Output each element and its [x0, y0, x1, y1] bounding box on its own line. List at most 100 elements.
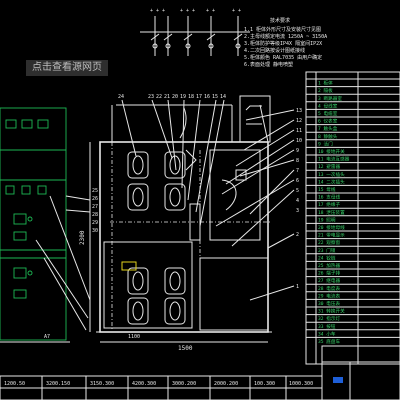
watermark-label: 点击查看源网页	[26, 60, 108, 76]
right-callout-leaders	[215, 109, 295, 301]
schedule-cell: 4200.300	[132, 381, 156, 387]
parts-table-row: 17 绝缘子	[318, 201, 340, 208]
technical-notes: 技术要求 1.1 柜体外形尺寸及安装尺寸见图 2.主母线额定电流 1250A ~…	[244, 17, 327, 68]
parts-table-row: 29 电流表	[318, 292, 340, 299]
parts-table-row: 30 电压表	[318, 300, 340, 307]
callout-right: 10	[296, 138, 302, 144]
callout-left: 27	[92, 204, 98, 210]
svg-text:+ +: + +	[232, 8, 241, 14]
callout-top: 15	[212, 94, 218, 100]
parts-table-row: 31 转换开关	[318, 308, 345, 315]
top-callout-leaders	[121, 99, 225, 227]
schedule-cell: 2000.200	[214, 381, 238, 387]
parts-table-row: 11 电流互感器	[318, 156, 350, 163]
parts-table-row: 10 接地开关	[318, 148, 345, 155]
parts-table-row: 33 按钮	[318, 323, 336, 330]
schedule-cell: 3200.150	[46, 381, 70, 387]
height-dimension: 2300	[79, 230, 86, 245]
callout-top: 19	[180, 94, 186, 100]
callout-right: 6	[296, 178, 299, 184]
parts-table-row: 26 端子排	[318, 270, 340, 277]
callout-right: 3	[296, 208, 299, 214]
callout-right: 2	[296, 232, 299, 238]
top-callouts: 24 23 22 21 20 19 18 17 16 15 14	[118, 94, 226, 100]
callout-left: 30	[92, 228, 98, 234]
parts-table-row: 19 照明	[318, 217, 336, 223]
callout-top: 21	[164, 94, 170, 100]
callout-top: 23	[148, 94, 154, 100]
parts-table-row: 25 加热器	[318, 262, 340, 269]
schedule-cell: 100.300	[254, 381, 275, 387]
title-block-marker	[333, 377, 343, 383]
schedule-cell: 3000.200	[172, 381, 196, 387]
parts-table-row: 20 接地母线	[318, 224, 345, 231]
parts-table-row: 21 带电显示	[318, 232, 345, 239]
svg-text:4.二次回路按设计图纸接线: 4.二次回路按设计图纸接线	[244, 47, 305, 54]
callout-left: 28	[92, 212, 98, 218]
parts-table-row: 24 铰链	[318, 254, 336, 261]
parts-table-row: 12 避雷器	[318, 163, 340, 170]
parts-table-row: 9 活门	[318, 140, 333, 147]
callout-top: 20	[172, 94, 178, 100]
parts-table-row: 22 观察窗	[318, 239, 340, 246]
svg-text:3.柜体防护等级IP4X 隔室间IP2X: 3.柜体防护等级IP4X 隔室间IP2X	[244, 40, 322, 47]
parts-table-row: 1 柜体	[318, 80, 333, 87]
parts-table-row: 8 静触头	[318, 133, 338, 140]
callout-left: 25	[92, 188, 98, 194]
schedule-cell: 1000.300	[289, 381, 313, 387]
parts-table-row: 6 仪表室	[318, 118, 338, 125]
callout-left: 29	[92, 220, 98, 226]
svg-text:1.1 柜体外形尺寸及安装尺寸见图: 1.1 柜体外形尺寸及安装尺寸见图	[244, 26, 321, 33]
callout-right: 9	[296, 148, 299, 154]
parts-table-row: 4 母线室	[318, 102, 338, 109]
callout-top: 24	[118, 94, 124, 100]
callout-right: 11	[296, 128, 302, 134]
callout-right: 13	[296, 108, 302, 114]
svg-text:+ + +: + + +	[150, 8, 165, 14]
callout-right: 7	[296, 168, 299, 174]
callout-right: 1	[296, 284, 299, 290]
parts-table-row: 5 电缆室	[318, 110, 338, 117]
parts-table-row: 16 支母线	[318, 194, 340, 201]
svg-text:2.主母线额定电流 1250A ~ 3150A: 2.主母线额定电流 1250A ~ 3150A	[244, 33, 327, 40]
callout-right: 5	[296, 188, 299, 194]
parts-table-row: 2 隔板	[318, 87, 333, 94]
callout-right: 12	[296, 118, 302, 124]
parts-table-row: 15 母线	[318, 186, 336, 193]
parts-table-row: 35 底盘车	[318, 338, 340, 345]
callout-top: 17	[196, 94, 202, 100]
parts-table-row: 18 泄压装置	[318, 209, 345, 216]
callout-top: 22	[156, 94, 162, 100]
svg-text:+ + +: + + +	[180, 8, 195, 14]
tech-req-title: 技术要求	[270, 17, 290, 24]
callout-top: 18	[188, 94, 194, 100]
section-view: 2300 1500 1100	[79, 95, 272, 352]
front-view-label: A7	[44, 334, 50, 340]
leader-lines	[35, 195, 91, 331]
svg-text:+ +: + +	[206, 8, 215, 14]
callout-top: 16	[204, 94, 210, 100]
parts-table-row: 34 小车	[318, 330, 336, 337]
schedule-cell: 3150.300	[90, 381, 114, 387]
parts-table-row: 7 触头盒	[318, 125, 338, 132]
bottom-schedule: 1200.50 3200.150 3150.300 4200.300 3000.…	[0, 375, 323, 400]
left-callouts: 25 26 27 28 29 30	[92, 188, 98, 234]
parts-table-row: 23 门锁	[318, 247, 336, 254]
callout-right: 4	[296, 198, 299, 204]
front-view: A7	[0, 107, 70, 343]
parts-table-row: 32 指示灯	[318, 315, 340, 322]
door-dimension: 1100	[128, 334, 140, 340]
single-line-schematic: + + + + + + + + + +	[140, 8, 250, 56]
right-callouts: 13 12 11 10 9 8 7 6 5 4 3 2 1	[296, 108, 302, 290]
svg-text:6.表面处理 静电喷塑: 6.表面处理 静电喷塑	[244, 61, 293, 68]
parts-table-row: 28 电度表	[318, 285, 340, 292]
callout-right: 8	[296, 158, 299, 164]
parts-table-row: 13 一次插头	[318, 171, 345, 178]
parts-table-row: 3 断路器室	[318, 95, 342, 102]
callout-top: 14	[220, 94, 226, 100]
schedule-cell: 1200.50	[4, 381, 25, 387]
callout-left: 26	[92, 196, 98, 202]
width-dimension: 1500	[178, 345, 193, 352]
